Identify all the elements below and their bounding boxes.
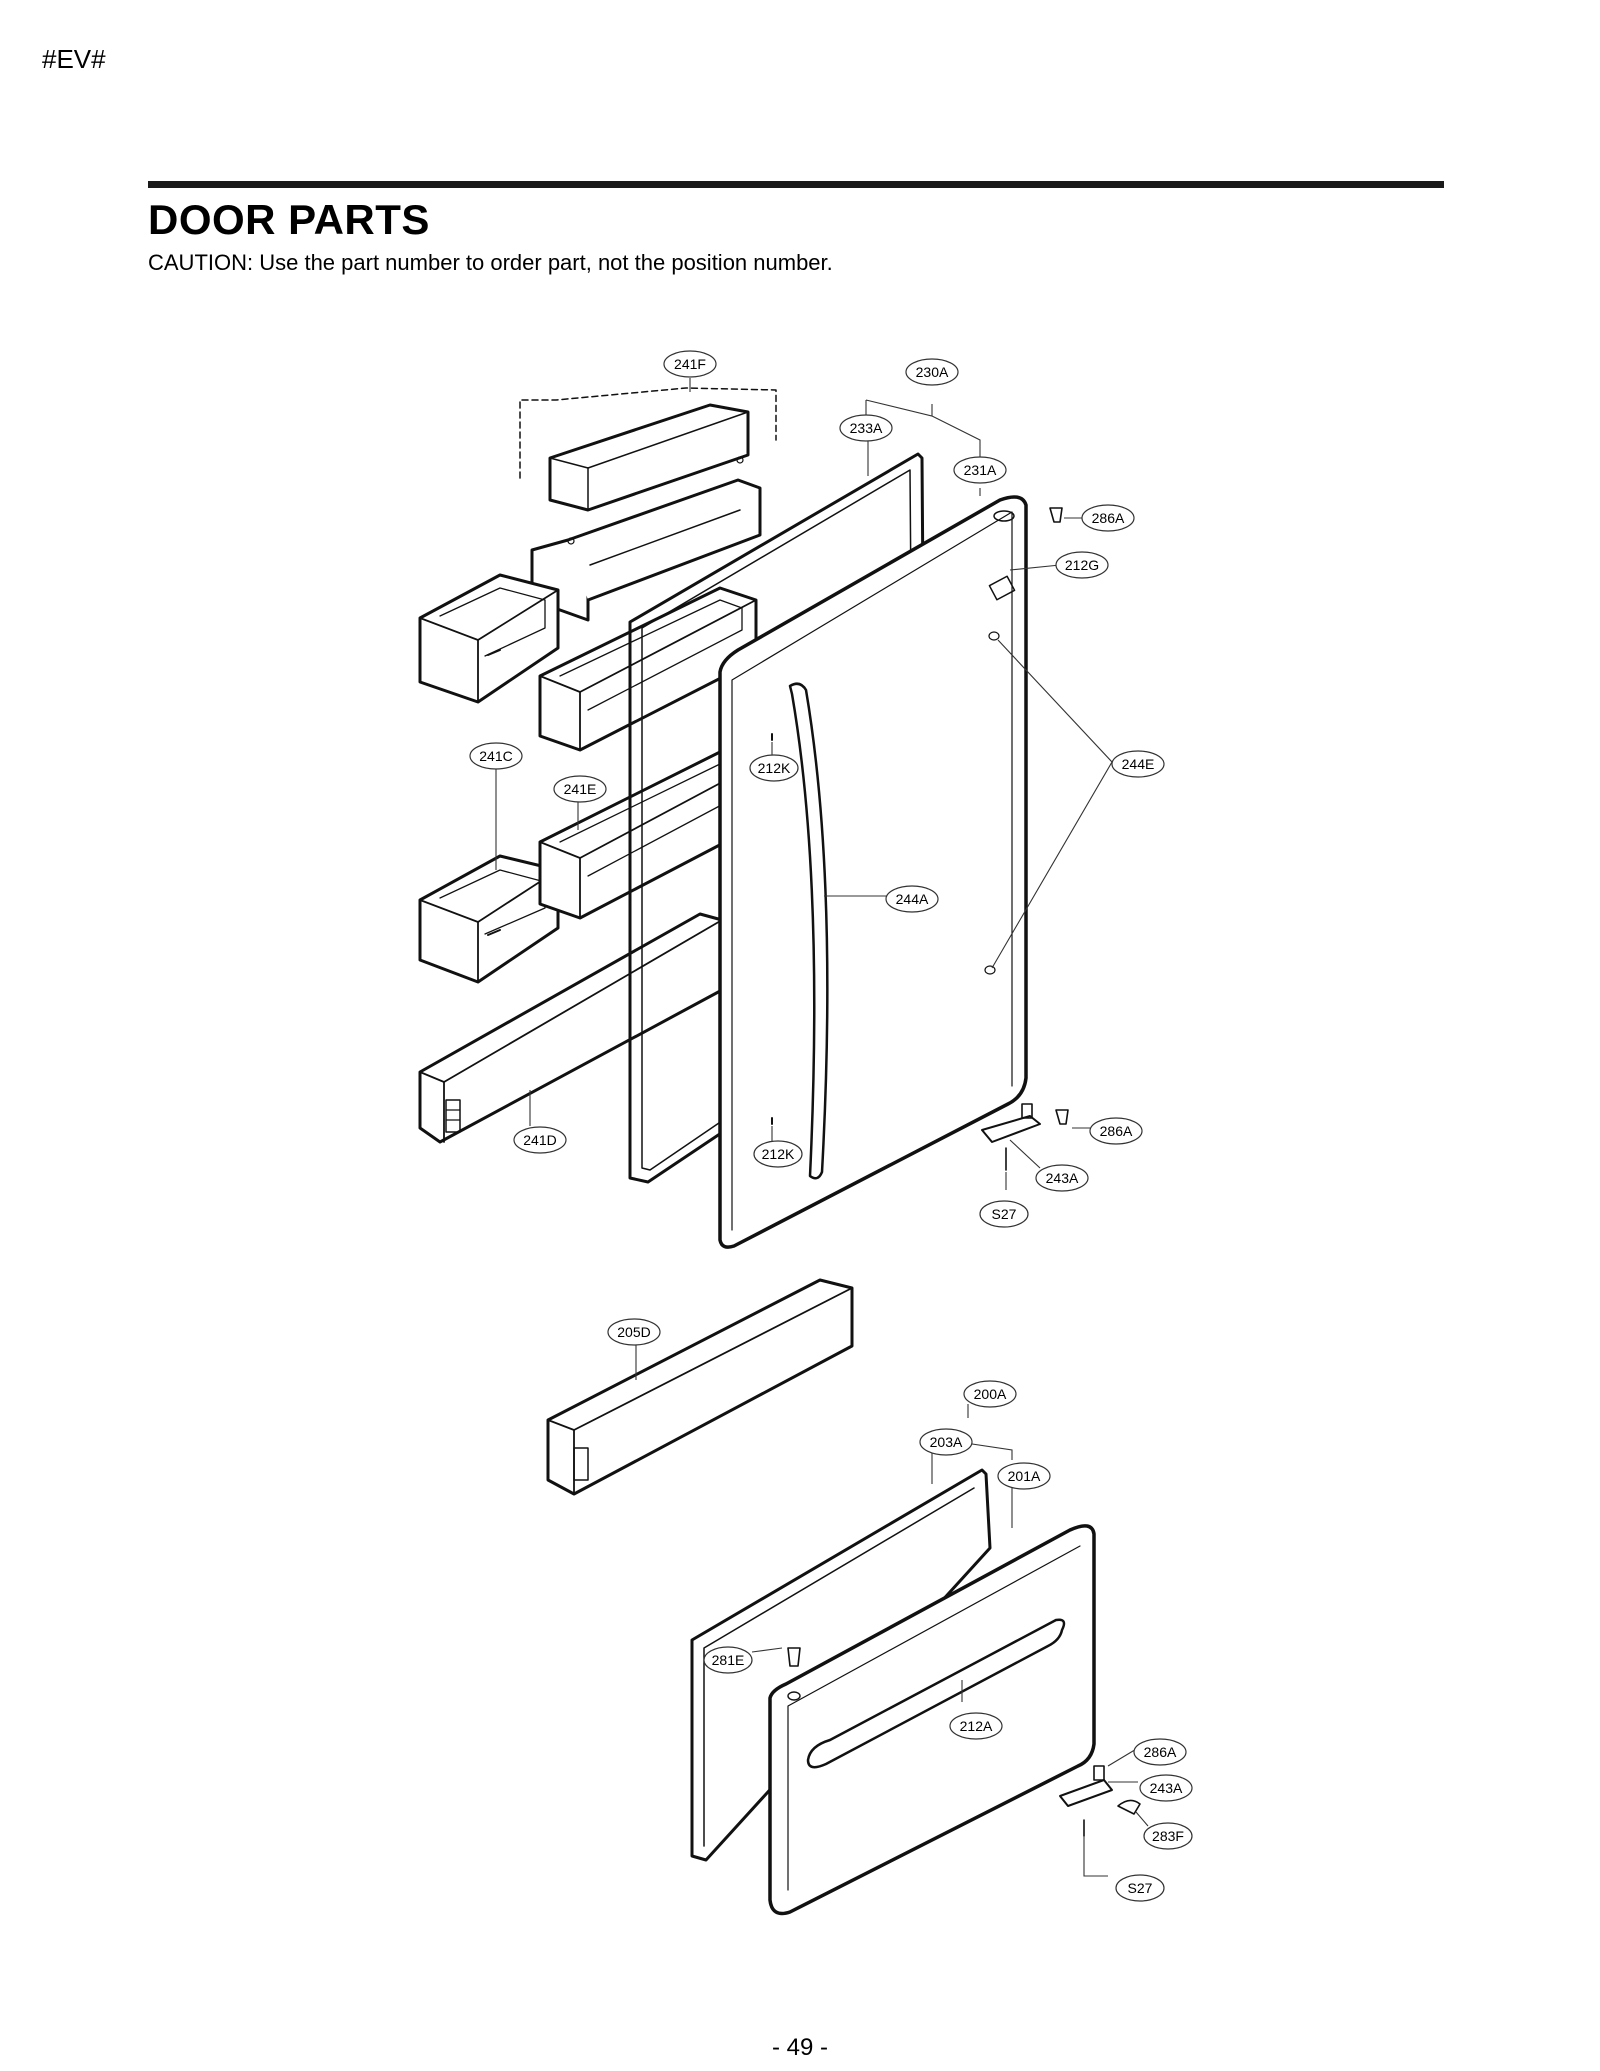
- callout-244A: 244A: [885, 885, 939, 913]
- callout-286A-middle: 286A: [1089, 1117, 1143, 1145]
- svg-text:241F: 241F: [674, 356, 706, 372]
- callout-286A-bottom: 286A: [1133, 1738, 1187, 1766]
- callout-230A: 230A: [905, 358, 959, 386]
- callout-281E: 281E: [703, 1646, 753, 1674]
- callouts: 241F 230A 233A 231A 286A 212G 244E 241C …: [469, 350, 1193, 1902]
- svg-text:S27: S27: [1128, 1880, 1153, 1896]
- svg-text:212A: 212A: [960, 1718, 993, 1734]
- callout-205D: 205D: [607, 1318, 661, 1346]
- svg-text:281E: 281E: [712, 1652, 745, 1668]
- document-tag: #EV#: [42, 44, 106, 74]
- callout-233A: 233A: [839, 414, 893, 442]
- callout-231A: 231A: [953, 456, 1007, 484]
- callout-S27-lower: S27: [1115, 1874, 1165, 1902]
- svg-text:231A: 231A: [964, 462, 997, 478]
- door-bin-241C-lower: [418, 854, 560, 984]
- svg-text:212K: 212K: [762, 1146, 795, 1162]
- svg-text:201A: 201A: [1008, 1468, 1041, 1484]
- dairy-bin-241F: [519, 387, 777, 622]
- callout-283F: 283F: [1143, 1822, 1193, 1850]
- svg-text:286A: 286A: [1100, 1123, 1133, 1139]
- svg-text:244E: 244E: [1122, 756, 1155, 772]
- callout-243A-upper: 243A: [1035, 1164, 1089, 1192]
- callout-286A-top: 286A: [1081, 504, 1135, 532]
- svg-text:243A: 243A: [1046, 1170, 1079, 1186]
- callout-212G: 212G: [1055, 551, 1109, 579]
- callout-241E: 241E: [553, 775, 607, 803]
- callout-203A: 203A: [919, 1428, 973, 1456]
- svg-text:241E: 241E: [564, 781, 597, 797]
- drawer-basket-205D: [546, 1278, 854, 1496]
- upper-hinge-assembly: [981, 507, 1069, 1171]
- upper-door-231A: [718, 495, 1028, 1249]
- svg-text:212G: 212G: [1065, 557, 1099, 573]
- freezer-door-201A: [768, 1524, 1096, 1916]
- svg-text:230A: 230A: [916, 364, 949, 380]
- callout-241C: 241C: [469, 742, 523, 770]
- door-bin-241E-upper: [538, 586, 758, 752]
- svg-text:243A: 243A: [1150, 1780, 1183, 1796]
- callout-241D: 241D: [513, 1126, 567, 1154]
- svg-text:283F: 283F: [1152, 1828, 1184, 1844]
- callout-243A-lower: 243A: [1139, 1774, 1193, 1802]
- svg-text:200A: 200A: [974, 1386, 1007, 1402]
- svg-text:241C: 241C: [479, 748, 512, 764]
- callout-200A: 200A: [963, 1380, 1017, 1408]
- door-bin-241C-upper: [418, 573, 560, 704]
- svg-text:286A: 286A: [1144, 1744, 1177, 1760]
- callout-212A: 212A: [949, 1712, 1003, 1740]
- freezer-gasket-203A: [690, 1468, 992, 1862]
- svg-text:212K: 212K: [758, 760, 791, 776]
- svg-text:241D: 241D: [523, 1132, 556, 1148]
- svg-text:233A: 233A: [850, 420, 883, 436]
- title-rule: [148, 181, 1444, 188]
- page-number: - 49 -: [771, 2034, 828, 2061]
- callout-244E: 244E: [1111, 750, 1165, 778]
- lower-hinge-assembly: [1059, 1765, 1141, 1837]
- svg-text:205D: 205D: [617, 1324, 650, 1340]
- callout-S27-upper: S27: [979, 1200, 1029, 1228]
- svg-text:244A: 244A: [896, 891, 929, 907]
- svg-text:203A: 203A: [930, 1434, 963, 1450]
- callout-241F: 241F: [663, 350, 717, 378]
- callout-212K-upper: 212K: [749, 754, 799, 782]
- svg-text:286A: 286A: [1092, 510, 1125, 526]
- callout-212K-lower: 212K: [753, 1140, 803, 1168]
- callout-201A: 201A: [997, 1462, 1051, 1490]
- svg-text:S27: S27: [992, 1206, 1017, 1222]
- page-title: DOOR PARTS: [148, 196, 430, 243]
- caution-note: CAUTION: Use the part number to order pa…: [148, 250, 833, 275]
